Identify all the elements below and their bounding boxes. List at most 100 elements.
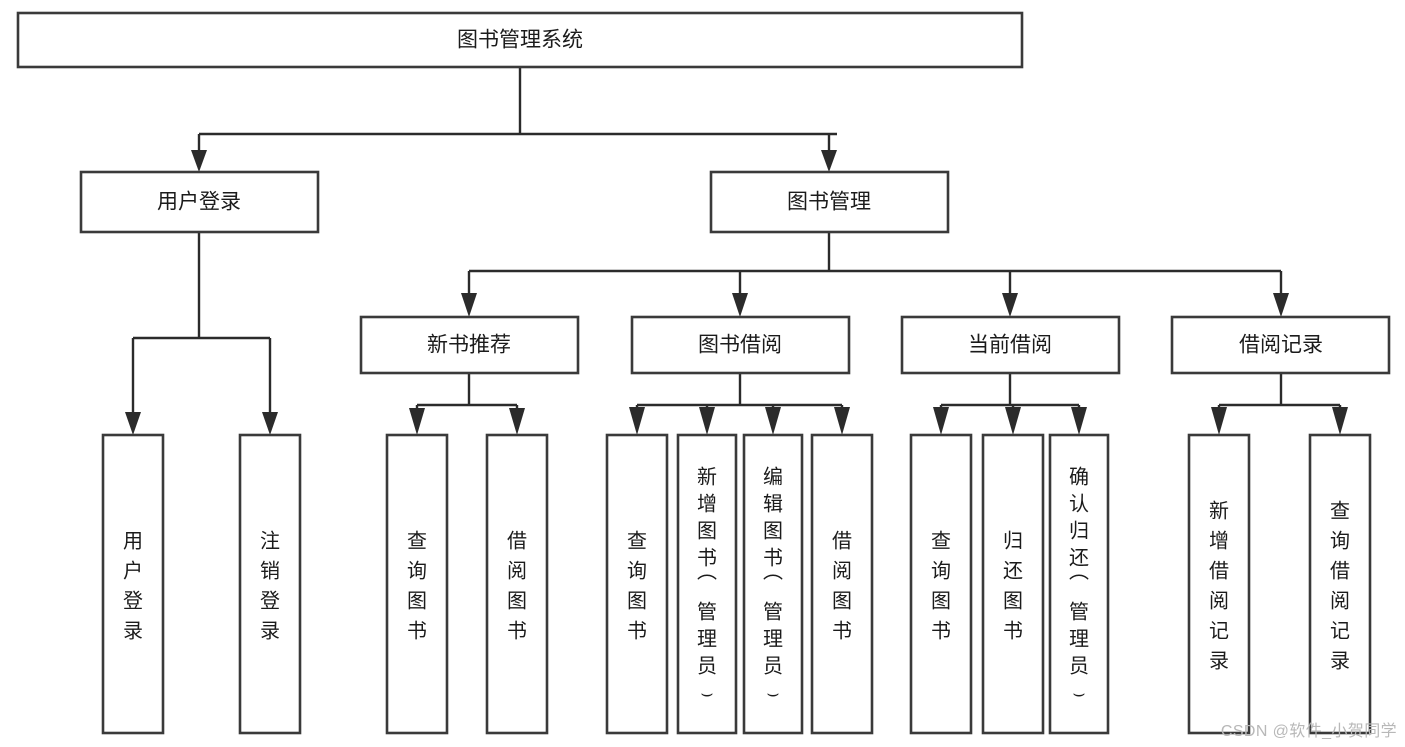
- leaf-node[interactable]: 新增借阅记录: [1187, 433, 1251, 735]
- arrow-leaf-return-book: [1005, 407, 1021, 435]
- leaf-label-char: 查: [627, 529, 647, 552]
- leaf-node[interactable]: 注销登录: [238, 433, 302, 735]
- arrow-to-new-book-recommend: [461, 293, 477, 317]
- leaf-label-char: 书: [832, 619, 852, 642]
- leaf-label-char: 图: [763, 521, 783, 543]
- leaf-node-box: [676, 433, 738, 735]
- node-current-borrow-label: 当前借阅: [968, 334, 1052, 357]
- leaf-node[interactable]: 查询图书: [909, 433, 973, 735]
- leaf-label-char: 书: [931, 619, 951, 642]
- leaf-label-char: 查: [407, 529, 427, 552]
- arrow-leaf-add-book-admin: [699, 407, 715, 435]
- leaf-label-char: 书: [697, 547, 717, 570]
- leaf-label-char: 阅: [507, 559, 527, 582]
- leaf-node[interactable]: 用户登录: [101, 433, 165, 735]
- arrow-leaf-add-borrow-record: [1211, 407, 1227, 435]
- node-borrow-record[interactable]: 借阅记录: [1170, 315, 1391, 375]
- arrow-leaf-edit-book-admin: [765, 407, 781, 435]
- leaf-label-char: 阅: [1209, 589, 1229, 612]
- node-book-management-label: 图书管理: [787, 191, 871, 214]
- leaf-label-char: 借: [1209, 559, 1229, 582]
- leaf-label-char: 书: [763, 547, 783, 570]
- leaf-node-box: [1048, 433, 1110, 735]
- leaf-label-char: 新: [1209, 499, 1229, 522]
- leaf-node[interactable]: 查询图书: [385, 433, 449, 735]
- leaf-node[interactable]: 查询借阅记录: [1308, 433, 1372, 735]
- leaf-label-char: 用: [123, 530, 143, 552]
- leaf-node-box: [742, 433, 804, 735]
- leaf-label-char: 增: [1209, 529, 1229, 552]
- arrow-to-current-borrow: [1002, 293, 1018, 317]
- leaf-node-label: 查询借阅记录: [1330, 499, 1350, 672]
- leaf-label-char: ⌣: [766, 683, 779, 705]
- arrow-leaf-query-book-3: [933, 407, 949, 435]
- leaf-node-box: [909, 433, 973, 735]
- leaf-node[interactable]: 归还图书: [981, 433, 1045, 735]
- leaf-label-char: 归: [1069, 520, 1089, 543]
- leaf-label-char: 还: [1069, 547, 1089, 570]
- leaf-label-char: 登: [123, 589, 143, 612]
- leaf-node[interactable]: 确认归还⌒管理员⌣: [1048, 433, 1110, 735]
- leaf-label-char: 归: [1003, 529, 1023, 552]
- node-new-book-recommend[interactable]: 新书推荐: [359, 315, 580, 375]
- leaf-label-char: 借: [1330, 559, 1350, 582]
- node-current-borrow[interactable]: 当前借阅: [900, 315, 1121, 375]
- leaf-label-char: 借: [507, 529, 527, 552]
- node-book-management[interactable]: 图书管理: [709, 170, 950, 234]
- leaf-label-char: 询: [627, 559, 647, 582]
- node-user-login-label: 用户登录: [157, 191, 241, 214]
- leaf-label-char: 图: [832, 590, 852, 612]
- leaf-label-char: 辑: [763, 493, 783, 516]
- arrow-to-borrow-record: [1273, 293, 1289, 317]
- leaf-node-box: [101, 433, 165, 735]
- leaf-label-char: 阅: [1330, 589, 1350, 612]
- leaf-node-label: 查询图书: [931, 529, 951, 642]
- leaf-node-box: [485, 433, 549, 735]
- node-root-label: 图书管理系统: [457, 29, 583, 52]
- node-user-login[interactable]: 用户登录: [79, 170, 320, 234]
- leaf-label-char: ⌒: [697, 574, 717, 597]
- leaf-label-char: 销: [260, 559, 280, 582]
- leaf-nodes-layer: 用户登录注销登录查询图书借阅图书查询图书新增图书⌒管理员⌣编辑图书⌒管理员⌣借阅…: [101, 433, 1372, 735]
- leaf-label-char: 录: [1330, 650, 1350, 672]
- leaf-label-char: 理: [697, 629, 717, 651]
- leaf-label-char: 图: [407, 590, 427, 612]
- arrow-leaf-query-book-1: [409, 408, 425, 435]
- leaf-node[interactable]: 借阅图书: [810, 433, 874, 735]
- leaf-node-label: 确认归还⌒管理员⌣: [1069, 466, 1089, 705]
- leaf-node[interactable]: 编辑图书⌒管理员⌣: [742, 433, 804, 735]
- leaf-node-box: [238, 433, 302, 735]
- leaf-label-char: 图: [931, 590, 951, 612]
- node-root-system[interactable]: 图书管理系统: [16, 11, 1024, 69]
- leaf-label-char: 录: [1209, 650, 1229, 672]
- csdn-watermark: CSDN @软件_小贺同学: [1220, 723, 1397, 740]
- leaf-label-char: 管: [697, 601, 717, 624]
- leaf-label-char: 询: [407, 559, 427, 582]
- leaf-label-char: 书: [1003, 619, 1023, 642]
- leaf-label-char: 登: [260, 589, 280, 612]
- leaf-node-box: [605, 433, 669, 735]
- leaf-label-char: 阅: [832, 559, 852, 582]
- leaf-node-label: 编辑图书⌒管理员⌣: [763, 466, 783, 705]
- leaf-node-label: 注销登录: [260, 529, 280, 642]
- leaf-label-char: 户: [123, 559, 143, 582]
- leaf-label-char: 员: [1069, 656, 1089, 678]
- leaf-label-char: 注: [260, 529, 280, 552]
- leaf-label-char: 理: [1069, 629, 1089, 651]
- leaf-label-char: ⌣: [1072, 683, 1085, 705]
- leaf-node-label: 新增借阅记录: [1209, 499, 1229, 672]
- leaf-node-box: [1308, 433, 1372, 735]
- leaf-node[interactable]: 查询图书: [605, 433, 669, 735]
- leaf-label-char: 记: [1209, 619, 1229, 642]
- arrow-leaf-confirm-return-admin: [1071, 407, 1087, 435]
- node-book-borrow[interactable]: 图书借阅: [630, 315, 851, 375]
- leaf-label-char: 询: [1330, 529, 1350, 552]
- leaf-node[interactable]: 借阅图书: [485, 433, 549, 735]
- leaf-label-char: 员: [697, 656, 717, 678]
- leaf-label-char: 录: [260, 620, 280, 642]
- leaf-node-label: 查询图书: [627, 529, 647, 642]
- leaf-node[interactable]: 新增图书⌒管理员⌣: [676, 433, 738, 735]
- arrow-to-book-borrow: [732, 293, 748, 317]
- leaf-node-box: [810, 433, 874, 735]
